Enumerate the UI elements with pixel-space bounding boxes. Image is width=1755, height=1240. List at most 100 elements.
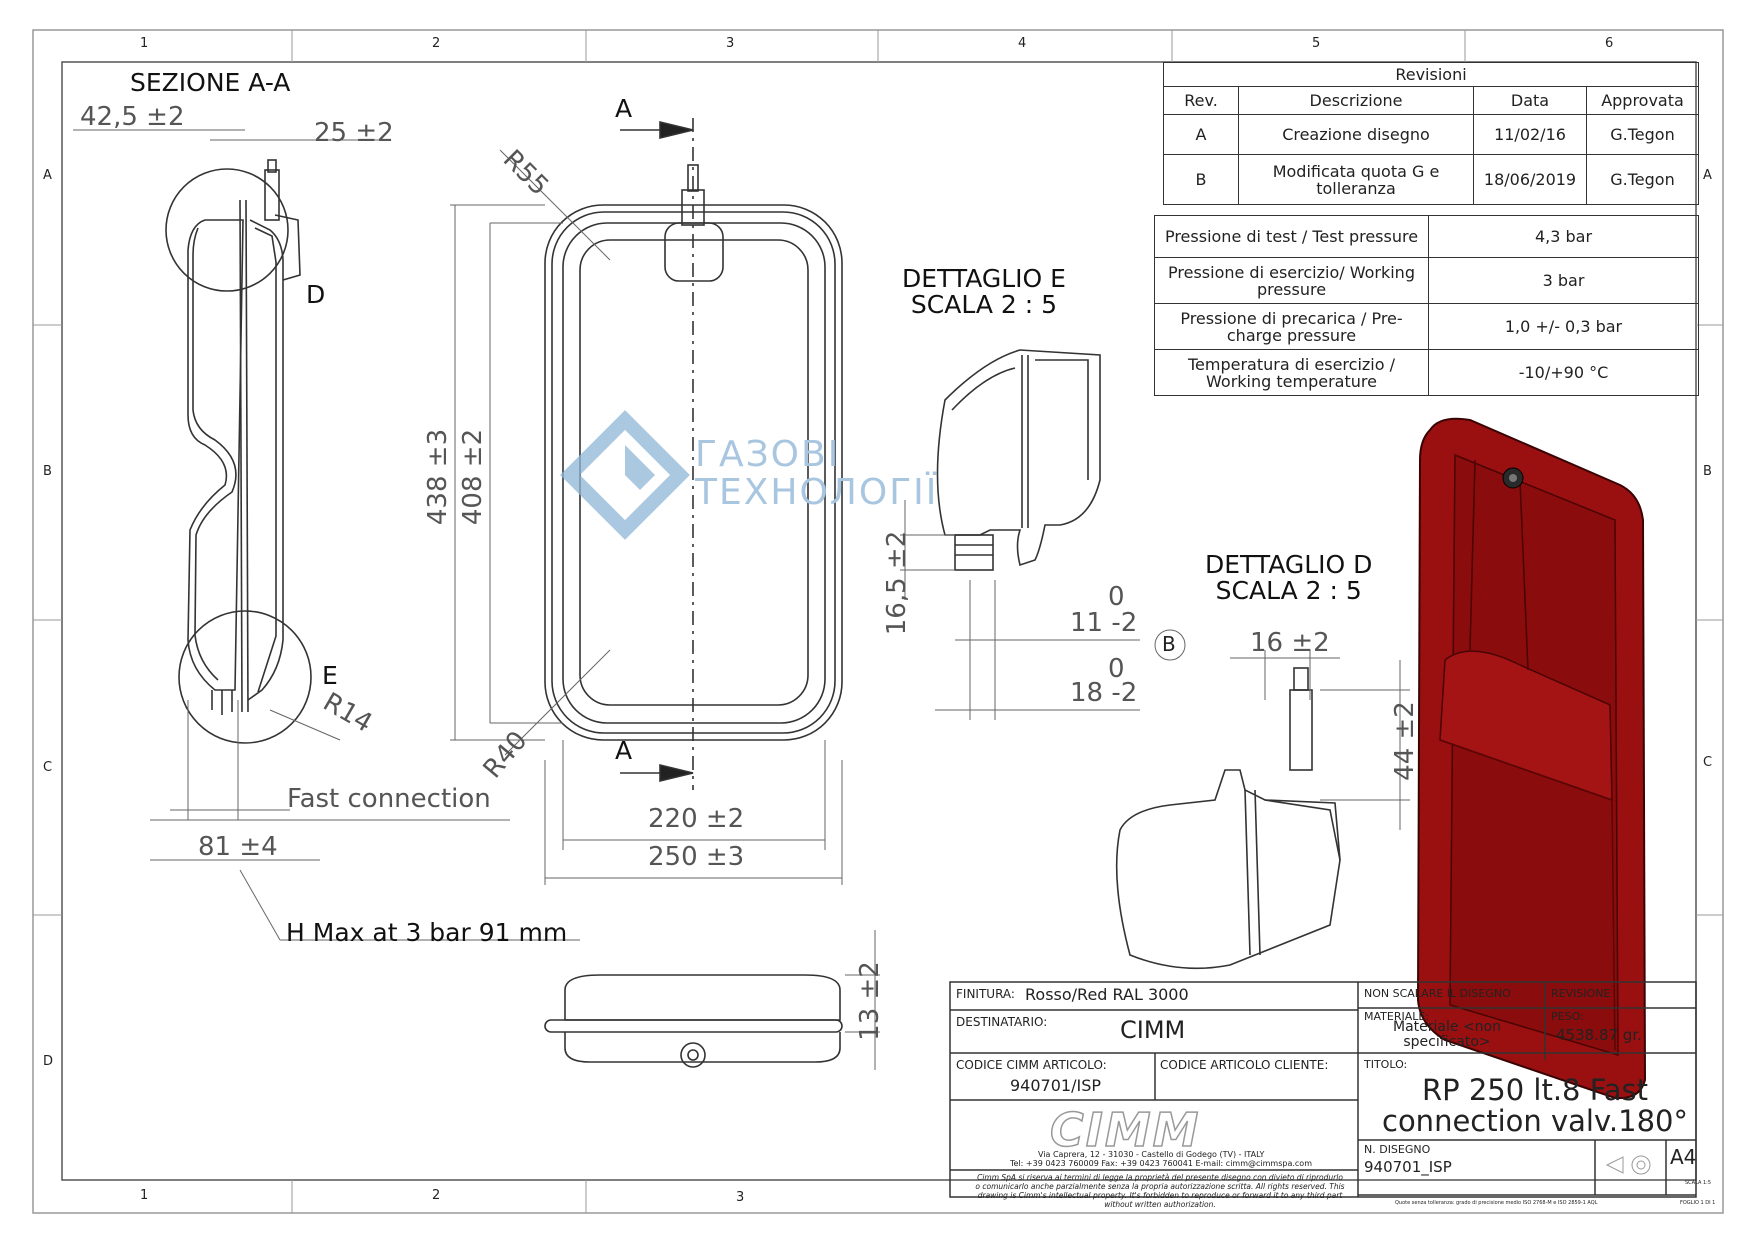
- row-label: A: [1703, 168, 1712, 183]
- row-label: B: [1703, 464, 1712, 479]
- spec-value: -10/+90 °C: [1428, 349, 1699, 396]
- spec-row: Pressione di esercizio/ Working pressure…: [1154, 257, 1699, 304]
- watermark-logo: [560, 410, 690, 540]
- bottom-view: [544, 974, 843, 1068]
- detail-e-view: [936, 349, 1101, 571]
- revision-row: A Creazione disegno 11/02/16 G.Tegon: [1163, 114, 1699, 155]
- revision-cell: B: [1163, 154, 1239, 205]
- materiale-label: MATERIALE:: [1364, 1010, 1430, 1023]
- dim-250: 250 ±3: [648, 842, 745, 872]
- dim-44: 44 ±2: [1389, 701, 1420, 781]
- finitura-label: FINITURA:: [956, 987, 1015, 1001]
- spec-value: 3 bar: [1428, 257, 1699, 304]
- n-disegno-label: N. DISEGNO: [1364, 1143, 1431, 1156]
- legal-disclaimer: Cimm SpA si riserva ai termini di legge …: [975, 1173, 1345, 1209]
- col-label: 2: [432, 36, 441, 51]
- dim-11-upper: 0: [1108, 582, 1125, 612]
- specs-table: Pressione di test / Test pressure 4,3 ba…: [1154, 215, 1699, 396]
- h-max-note: H Max at 3 bar 91 mm: [286, 918, 568, 947]
- n-disegno-value: 940701_ISP: [1364, 1158, 1452, 1176]
- col-label: 1: [140, 36, 149, 51]
- dim-25: 25 ±2: [314, 118, 394, 148]
- spec-row: Temperatura di esercizio / Working tempe…: [1154, 349, 1699, 396]
- zone-ticks: [33, 30, 1723, 1213]
- revision-cell: G.Tegon: [1586, 114, 1699, 155]
- section-marker-bottom: A: [615, 736, 633, 765]
- spec-row: Pressione di precarica / Pre-charge pres…: [1154, 303, 1699, 350]
- codice-cimm-value: 940701/ISP: [1010, 1076, 1101, 1095]
- revision-cell: Creazione disegno: [1238, 114, 1474, 155]
- finitura-value: Rosso/Red RAL 3000: [1025, 985, 1189, 1004]
- fast-connection-note: Fast connection: [287, 784, 491, 814]
- dim-16: 16 ±2: [1250, 628, 1330, 658]
- revision-cell: A: [1163, 114, 1239, 155]
- destinatario-label: DESTINATARIO:: [956, 1015, 1048, 1029]
- section-view: [165, 159, 312, 744]
- front-dim-lines: [450, 149, 843, 885]
- dim-42-5: 42,5 ±2: [80, 102, 185, 132]
- revision-cell: G.Tegon: [1586, 154, 1699, 205]
- destinatario-value: CIMM: [1120, 1016, 1186, 1044]
- col-label: 3: [726, 36, 735, 51]
- inner-frame: [61, 61, 1697, 1181]
- materiale-value: Materiale <non specificato>: [1393, 1019, 1501, 1050]
- peso-value: 4538.87 gr.: [1556, 1026, 1642, 1044]
- tolerance-note: Quote senza tolleranza: grado di precisi…: [1395, 1200, 1598, 1206]
- dim-220: 220 ±2: [648, 804, 745, 834]
- revision-cell: Modificata quota G e tolleranza: [1238, 154, 1474, 205]
- col-label: 2: [432, 1188, 441, 1203]
- col-label: 4: [1018, 36, 1027, 51]
- revision-cell: 18/06/2019: [1473, 154, 1587, 205]
- company-address: Via Caprera, 12 - 31030 - Castello di Go…: [1038, 1150, 1265, 1159]
- dim-11: 11 -2: [1070, 608, 1138, 638]
- col-label: 5: [1312, 36, 1321, 51]
- row-label: B: [43, 464, 52, 479]
- revisions-header: Rev.: [1163, 86, 1239, 115]
- dim-18-upper: 0: [1108, 654, 1125, 684]
- revisions-header: Data: [1473, 86, 1587, 115]
- format-value: A4: [1670, 1145, 1697, 1169]
- dim-16-5: 16,5 ±2: [882, 530, 913, 636]
- dim-13: 13 ±2: [854, 961, 885, 1041]
- revisions-header: Approvata: [1586, 86, 1699, 115]
- dim-81: 81 ±4: [198, 832, 278, 862]
- row-label: A: [43, 168, 52, 183]
- section-marker-top: A: [615, 94, 633, 123]
- spec-value: 4,3 bar: [1428, 215, 1699, 258]
- projection-symbol-icon: [1605, 1155, 1651, 1175]
- spec-label: Pressione di test / Test pressure: [1154, 215, 1429, 258]
- revisions-title: Revisioni: [1163, 62, 1699, 87]
- revision-marker-b: B: [1162, 632, 1176, 656]
- scale-label: SCALA 1:5: [1685, 1180, 1712, 1186]
- revisions-header: Descrizione: [1238, 86, 1474, 115]
- peso-label: PESO:: [1551, 1010, 1584, 1023]
- row-label: C: [43, 760, 53, 775]
- dim-408: 408 ±2: [458, 428, 489, 526]
- detail-d-view: [1115, 667, 1341, 970]
- spec-row: Pressione di test / Test pressure 4,3 ba…: [1154, 215, 1699, 258]
- title-block-lines: [949, 981, 1697, 1198]
- spec-label: Pressione di precarica / Pre-charge pres…: [1154, 303, 1429, 350]
- spec-label: Temperatura di esercizio / Working tempe…: [1154, 349, 1429, 396]
- detail-d-marker: D: [306, 280, 326, 309]
- tank-3d-render: [1416, 417, 1647, 1100]
- dim-18: 18 -2: [1070, 678, 1138, 708]
- sheet-number: FOGLIO 1 DI 1: [1680, 1200, 1716, 1206]
- revisions-table: Revisioni Rev. Descrizione Data Approvat…: [1163, 62, 1699, 205]
- section-title: SEZIONE A-A: [130, 68, 291, 97]
- non-scalare-note: NON SCALARE IL DISEGNO: [1364, 987, 1511, 1000]
- spec-label: Pressione di esercizio/ Working pressure: [1154, 257, 1429, 304]
- revision-row: B Modificata quota G e tolleranza 18/06/…: [1163, 154, 1699, 205]
- col-label: 1: [140, 1188, 149, 1203]
- row-label: D: [43, 1054, 54, 1069]
- cimm-logo: CIMM: [1049, 1102, 1201, 1158]
- section-dim-lines: [73, 129, 580, 941]
- revision-cell: 11/02/16: [1473, 114, 1587, 155]
- dim-438: 438 ±3: [423, 428, 454, 526]
